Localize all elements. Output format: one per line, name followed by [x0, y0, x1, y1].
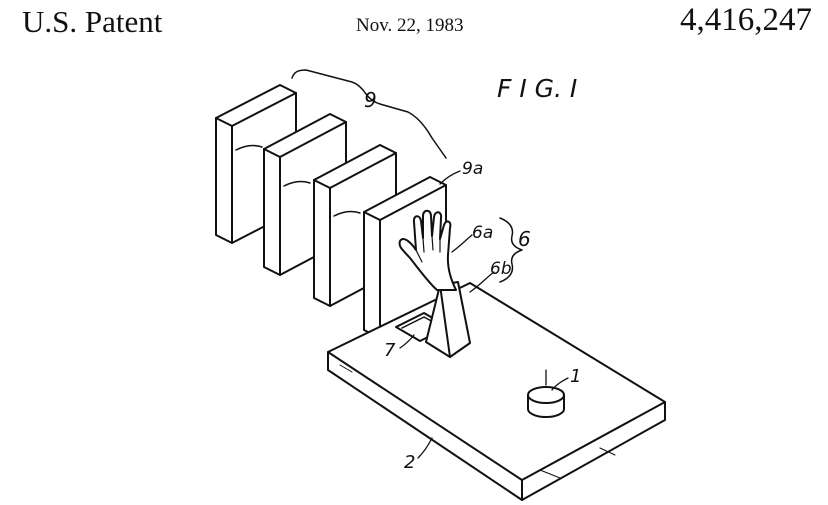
- label-6b: 6b: [490, 259, 512, 279]
- arm-6b: [425, 281, 471, 358]
- label-2: 2: [404, 452, 415, 473]
- patent-number: 4,416,247: [680, 2, 812, 38]
- label-1: 1: [570, 366, 581, 387]
- label-9: 9: [364, 88, 377, 112]
- patent-date: Nov. 22, 1983: [356, 15, 464, 36]
- label-6: 6: [518, 227, 531, 251]
- hand-6a: [398, 209, 457, 291]
- figure-title: F I G. I: [497, 74, 577, 103]
- label-6a: 6a: [472, 223, 493, 243]
- button-1: [527, 369, 565, 418]
- label-9a: 9a: [462, 159, 483, 179]
- label-7: 7: [384, 340, 396, 361]
- patent-country-label: U.S. Patent: [22, 4, 163, 39]
